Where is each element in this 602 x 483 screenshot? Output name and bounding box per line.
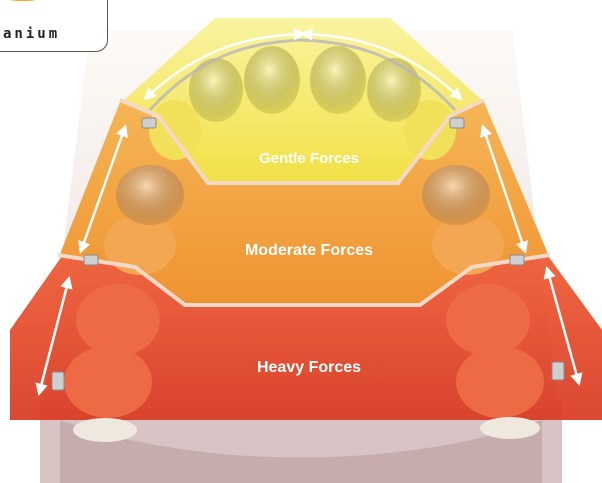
bracket: [52, 372, 64, 390]
logo-text: anium: [3, 26, 60, 42]
tooth: [64, 346, 152, 418]
tooth-shade: [310, 46, 366, 114]
label-gentle-forces: Gentle Forces: [259, 150, 359, 167]
tooth: [76, 284, 160, 356]
logo: anium: [0, 0, 108, 52]
bracket: [84, 255, 98, 265]
tooth: [446, 284, 530, 356]
bracket: [142, 118, 156, 128]
tooth-shade: [189, 58, 243, 122]
tooth-shade: [244, 46, 300, 114]
tooth: [432, 215, 504, 275]
tooth: [73, 418, 137, 442]
label-heavy-forces: Heavy Forces: [257, 359, 361, 376]
bracket: [510, 255, 524, 265]
tooth: [104, 215, 176, 275]
tooth: [149, 100, 201, 160]
tooth: [480, 417, 540, 439]
bracket: [450, 118, 464, 128]
tooth-shade: [422, 165, 490, 225]
bracket: [552, 362, 564, 380]
label-moderate-forces: Moderate Forces: [245, 242, 373, 259]
tooth-shade: [116, 165, 184, 225]
logo-sun-icon: [0, 0, 71, 1]
tooth: [456, 346, 544, 418]
tooth-shade: [367, 58, 421, 122]
